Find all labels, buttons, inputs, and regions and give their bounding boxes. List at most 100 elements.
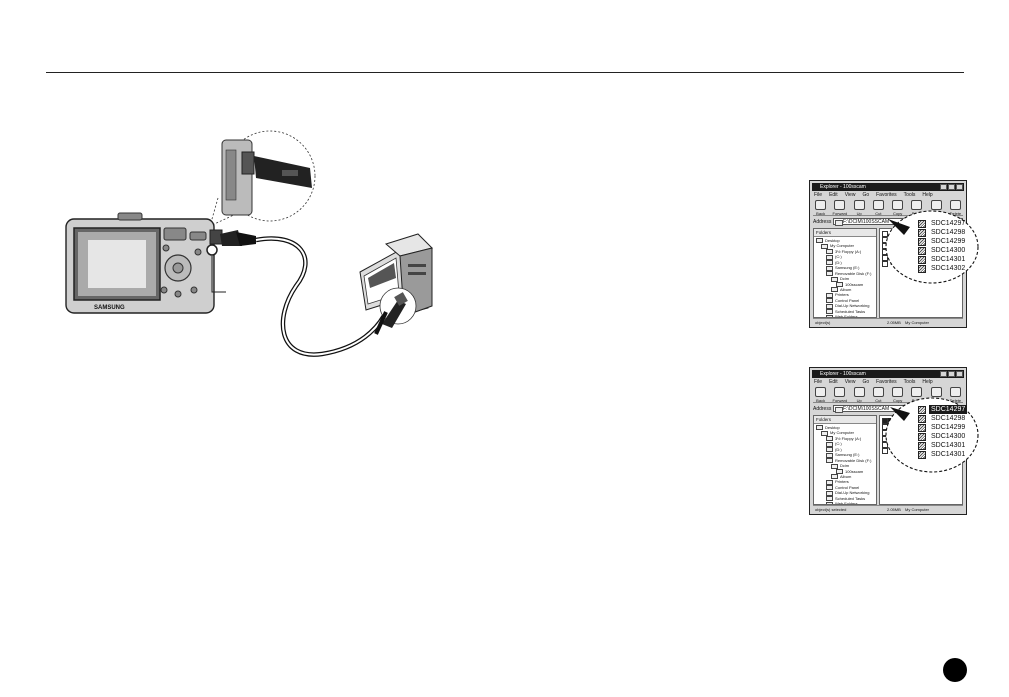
toolbar-button[interactable]: Forward (832, 386, 847, 403)
toolbar-button[interactable]: Back (813, 386, 828, 403)
folder-tree-item[interactable]: Samsung (E:) (814, 265, 876, 270)
zoomed-file-item[interactable]: SDC14300 (918, 246, 967, 255)
folder-tree-item[interactable]: Printers (814, 479, 876, 484)
maximize-button[interactable] (948, 371, 955, 377)
zoomed-file-item[interactable]: SDC14301 (918, 255, 967, 264)
folder-tree-item[interactable]: My Computer (814, 430, 876, 435)
folder-tree-item[interactable]: Dial-Up Networking (814, 490, 876, 495)
folder-tree-item[interactable]: Samsung (E:) (814, 452, 876, 457)
address-label: Address (813, 406, 832, 412)
toolbar-button-icon (834, 200, 846, 210)
close-button[interactable] (956, 184, 963, 190)
folder-tree-item[interactable]: 3½ Floppy (A:) (814, 436, 876, 441)
menu-item[interactable]: Favorites (876, 379, 897, 385)
zoomed-file-item[interactable]: SDC14298 (918, 228, 967, 237)
menu-item[interactable]: Go (862, 192, 870, 198)
toolbar-button[interactable]: Back (813, 199, 828, 216)
folder-tree-item[interactable]: (D:) (814, 260, 876, 265)
folder-tree-item[interactable]: 100sscam (814, 469, 876, 474)
folder-tree-item[interactable]: Web Folders (814, 314, 876, 317)
folder-tree-item[interactable]: Dcim (814, 276, 876, 281)
zoomed-file-item[interactable]: SDC14297 (918, 405, 968, 414)
folders-header: Folders (814, 416, 876, 424)
zoomed-file-name: SDC14297 (929, 405, 968, 414)
menu-item[interactable]: Help (922, 192, 933, 198)
image-file-icon (918, 264, 926, 273)
folder-tree-item[interactable]: (C:) (814, 254, 876, 259)
toolbar-button[interactable]: Forward (832, 199, 847, 216)
toolbar-button-icon (815, 200, 827, 210)
toolbar-button[interactable]: Cut (871, 386, 886, 403)
menu-item[interactable]: Favorites (876, 192, 897, 198)
header-rule (46, 72, 964, 73)
folder-tree-item[interactable]: Control Panel (814, 298, 876, 303)
folder-tree-item[interactable]: (C:) (814, 441, 876, 446)
toolbar-button[interactable]: Delete (948, 199, 963, 216)
folder-tree-item[interactable]: 3½ Floppy (A:) (814, 249, 876, 254)
minimize-button[interactable] (940, 184, 947, 190)
toolbar-button[interactable]: Up (852, 199, 867, 216)
zoomed-file-item[interactable]: SDC14298 (918, 414, 967, 423)
zoomed-file-item[interactable]: SDC14301 (918, 450, 967, 459)
zoomed-file-item[interactable]: SDC14299 (918, 423, 967, 432)
folder-tree-item[interactable]: Dcim (814, 463, 876, 468)
menu-item[interactable]: Tools (903, 379, 916, 385)
toolbar-button-icon (949, 200, 961, 210)
menu-item[interactable]: File (814, 379, 823, 385)
menu-item[interactable]: Tools (903, 192, 916, 198)
toolbar-button[interactable]: Up (852, 386, 867, 403)
toolbar-button[interactable]: Copy (890, 386, 905, 403)
toolbar-button[interactable]: Delete (948, 386, 963, 403)
folder-tree-item[interactable]: Printers (814, 292, 876, 297)
toolbar-button-label: Delete (949, 211, 962, 216)
folder-tree-item[interactable]: Desktop (814, 425, 876, 430)
menu-bar: File Edit View Go Favorites Tools Help (814, 379, 933, 385)
folders-header: Folders (814, 229, 876, 237)
status-bar: object(s) selected 2.05MB My Computer (813, 505, 963, 513)
toolbar-button[interactable]: Cut (871, 199, 886, 216)
zoomed-file-name: SDC14298 (931, 415, 966, 422)
status-left: object(s) (815, 320, 831, 325)
menu-item[interactable]: File (814, 192, 823, 198)
folder-tree-item[interactable]: (D:) (814, 447, 876, 452)
pc-usb-port-zoom (374, 287, 417, 335)
folder-tree-item[interactable]: Dial-Up Networking (814, 303, 876, 308)
folder-tree-item[interactable]: Album (814, 287, 876, 292)
folder-tree-item[interactable]: Removable Disk (F:) (814, 271, 876, 276)
zoomed-file-item[interactable]: SDC14299 (918, 237, 967, 246)
folder-tree-item[interactable]: Removable Disk (F:) (814, 458, 876, 463)
folder-tree-item[interactable]: Scheduled Tasks (814, 309, 876, 314)
zoomed-file-item[interactable]: SDC14297 (918, 219, 967, 228)
zoomed-file-item[interactable]: SDC14301 (918, 441, 967, 450)
minimize-button[interactable] (940, 371, 947, 377)
folder-tree-item[interactable]: Web Folders (814, 501, 876, 504)
folder-tree-item[interactable]: My Computer (814, 243, 876, 248)
menu-item[interactable]: Help (922, 379, 933, 385)
image-file-icon (918, 228, 926, 237)
folder-tree-item[interactable]: Album (814, 474, 876, 479)
maximize-button[interactable] (948, 184, 955, 190)
folder-tree-item[interactable]: Desktop (814, 238, 876, 243)
menu-item[interactable]: Go (862, 379, 870, 385)
folder-icon (835, 220, 843, 226)
menu-item[interactable]: View (844, 192, 856, 198)
folder-tree-item[interactable]: Scheduled Tasks (814, 496, 876, 501)
toolbar-button[interactable]: Copy (890, 199, 905, 216)
folder-tree-item[interactable]: Control Panel (814, 485, 876, 490)
toolbar-button-icon (949, 387, 961, 397)
zoom-callout-outline-2 (885, 397, 979, 473)
menu-item[interactable]: Edit (829, 379, 838, 385)
toolbar-button-label: Copy (892, 398, 903, 403)
zoomed-file-item[interactable]: SDC14300 (918, 432, 967, 441)
zoomed-file-item[interactable]: SDC14302 (918, 264, 967, 273)
menu-item[interactable]: View (844, 379, 856, 385)
image-file-icon (918, 237, 926, 246)
zoomed-file-name: SDC14299 (931, 238, 966, 245)
toolbar-button-icon (872, 387, 884, 397)
folder-tree-item[interactable]: 100sscam (814, 282, 876, 287)
menu-item[interactable]: Edit (829, 192, 838, 198)
address-value: F:\DCIM\100SSCAM (843, 406, 890, 412)
close-button[interactable] (956, 371, 963, 377)
